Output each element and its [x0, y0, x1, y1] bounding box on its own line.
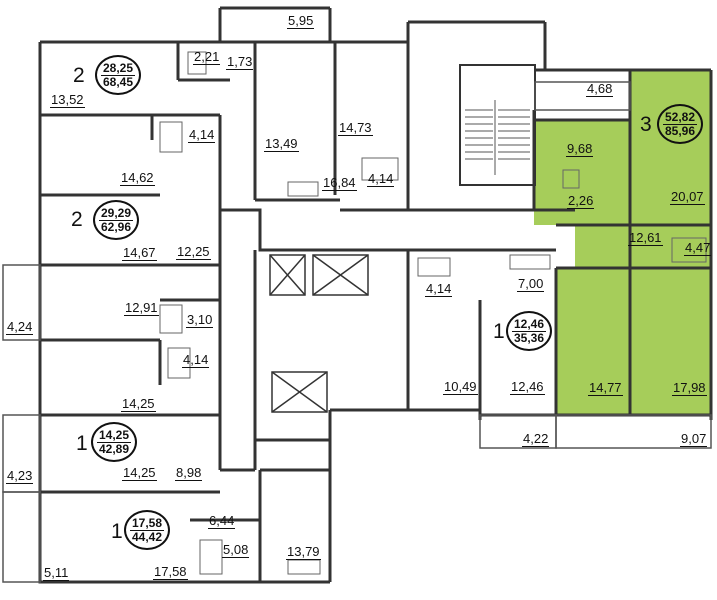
area-label: 17,58	[153, 564, 188, 580]
walls	[38, 6, 713, 584]
area-label: 13,52	[50, 92, 85, 108]
area-label: 8,98	[175, 465, 203, 481]
living-area: 29,29	[98, 205, 134, 221]
area-label: 12,61	[628, 230, 663, 246]
area-label: 12,46	[510, 379, 545, 395]
area-label: 4,14	[367, 171, 395, 187]
area-label: 3,10	[186, 312, 214, 328]
total-area: 62,96	[100, 219, 132, 234]
living-area: 28,25	[100, 60, 136, 76]
area-label: 4,14	[182, 352, 210, 368]
living-area: 17,58	[129, 515, 165, 531]
area-label: 9,07	[680, 431, 708, 447]
area-label: 4,23	[6, 468, 34, 484]
room-count: 3	[640, 113, 652, 136]
total-area: 44,42	[131, 529, 163, 544]
area-label: 13,79	[286, 544, 321, 560]
area-label: 14,67	[122, 245, 157, 261]
area-label: 6,44	[208, 513, 236, 529]
area-label: 7,00	[517, 276, 545, 292]
area-label: 4,24	[6, 319, 34, 335]
area-label: 1,73	[226, 54, 254, 70]
apartment-area-badge: 12,46 35,36	[506, 311, 552, 351]
area-label: 14,25	[122, 465, 157, 481]
room-count: 1	[111, 520, 123, 543]
area-label: 13,49	[264, 136, 299, 152]
total-area: 35,36	[513, 330, 545, 345]
area-label: 4,14	[425, 281, 453, 297]
area-label: 2,26	[567, 193, 595, 209]
living-area: 52,82	[662, 109, 698, 125]
total-area: 42,89	[98, 441, 130, 456]
area-label: 5,95	[287, 13, 315, 29]
area-label: 14,62	[120, 170, 155, 186]
apartment-area-badge: 17,58 44,42	[124, 510, 170, 550]
area-label: 4,14	[188, 127, 216, 143]
balconies	[2, 81, 712, 583]
area-label: 14,25	[121, 396, 156, 412]
area-label: 20,07	[670, 189, 705, 205]
area-label: 4,22	[522, 431, 550, 447]
total-area: 85,96	[664, 123, 696, 138]
room-count: 1	[493, 320, 505, 343]
stair-steps	[465, 100, 530, 175]
area-label: 4,47	[684, 240, 712, 256]
apartment-area-badge: 28,25 68,45	[95, 55, 141, 95]
living-area: 12,46	[511, 316, 547, 332]
total-area: 68,45	[102, 74, 134, 89]
area-label: 2,21	[193, 49, 221, 65]
room-count: 2	[73, 64, 85, 87]
room-count: 1	[76, 432, 88, 455]
area-label: 14,73	[338, 120, 373, 136]
apartment-area-badge: 14,25 42,89	[91, 422, 137, 462]
area-label: 12,25	[176, 244, 211, 260]
area-label: 12,91	[124, 300, 159, 316]
living-area: 14,25	[96, 427, 132, 443]
elevator-shafts	[269, 254, 369, 413]
area-label: 17,98	[672, 380, 707, 396]
area-label: 14,77	[588, 380, 623, 396]
room-count: 2	[71, 208, 83, 231]
apartment-area-badge: 29,29 62,96	[93, 200, 139, 240]
area-label: 10,49	[443, 379, 478, 395]
area-label: 5,11	[43, 565, 70, 581]
area-label: 4,68	[586, 81, 614, 97]
area-label: 16,84	[322, 175, 357, 191]
area-label: 9,68	[566, 141, 594, 157]
area-label: 5,08	[222, 542, 250, 558]
apartment-area-badge: 52,82 85,96	[657, 104, 703, 144]
